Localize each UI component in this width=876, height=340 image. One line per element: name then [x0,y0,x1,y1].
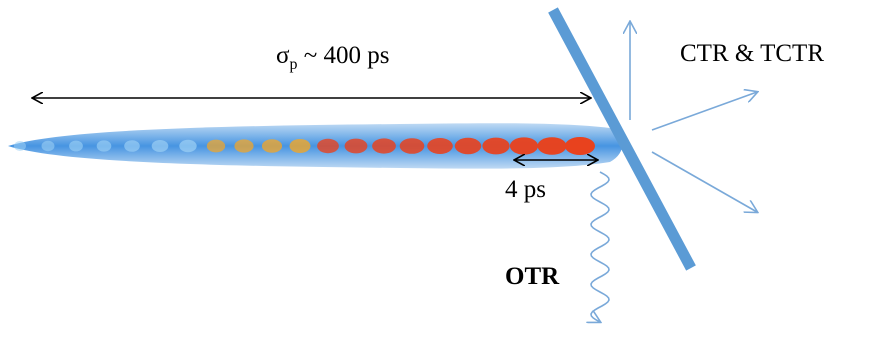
microbunch [179,139,197,153]
microbunch [41,140,55,152]
microbunch [344,138,368,154]
microbunch-train [14,137,595,155]
spacing-label: 4 ps [505,176,546,203]
ray-downright-icon [651,151,757,212]
sigma-symbol: σ [276,42,290,69]
otr-label: OTR [505,263,560,290]
microbunch [69,140,83,152]
target-foil [548,7,696,271]
microbunch [427,138,453,154]
microbunch [509,137,539,155]
microbunch [234,139,254,153]
bunch-length-label: σp ~ 400 ps [276,42,390,74]
ctr-label: CTR & TCTR [680,40,825,67]
ray-upright-icon [651,92,757,131]
microbunch [289,139,311,153]
otr-wave [591,171,610,322]
beam [8,123,623,169]
microbunch [399,138,425,154]
sigma-subscript: p [289,56,298,73]
microbunch [96,140,112,152]
microbunch [151,140,169,152]
microbunch [317,138,339,154]
microbunch [14,141,26,151]
microbunch [454,137,482,155]
microbunch [206,139,226,153]
microbunch [537,137,567,155]
microbunch [261,139,283,153]
microbunch [565,137,595,155]
microbunch [372,138,396,154]
ctr-rays [630,22,757,212]
bunch-length-value: ~ 400 ps [297,42,390,69]
beam-envelope [8,123,623,169]
microbunch [482,137,510,155]
wavy-arrow-icon [591,171,610,322]
microbunch [124,140,140,152]
